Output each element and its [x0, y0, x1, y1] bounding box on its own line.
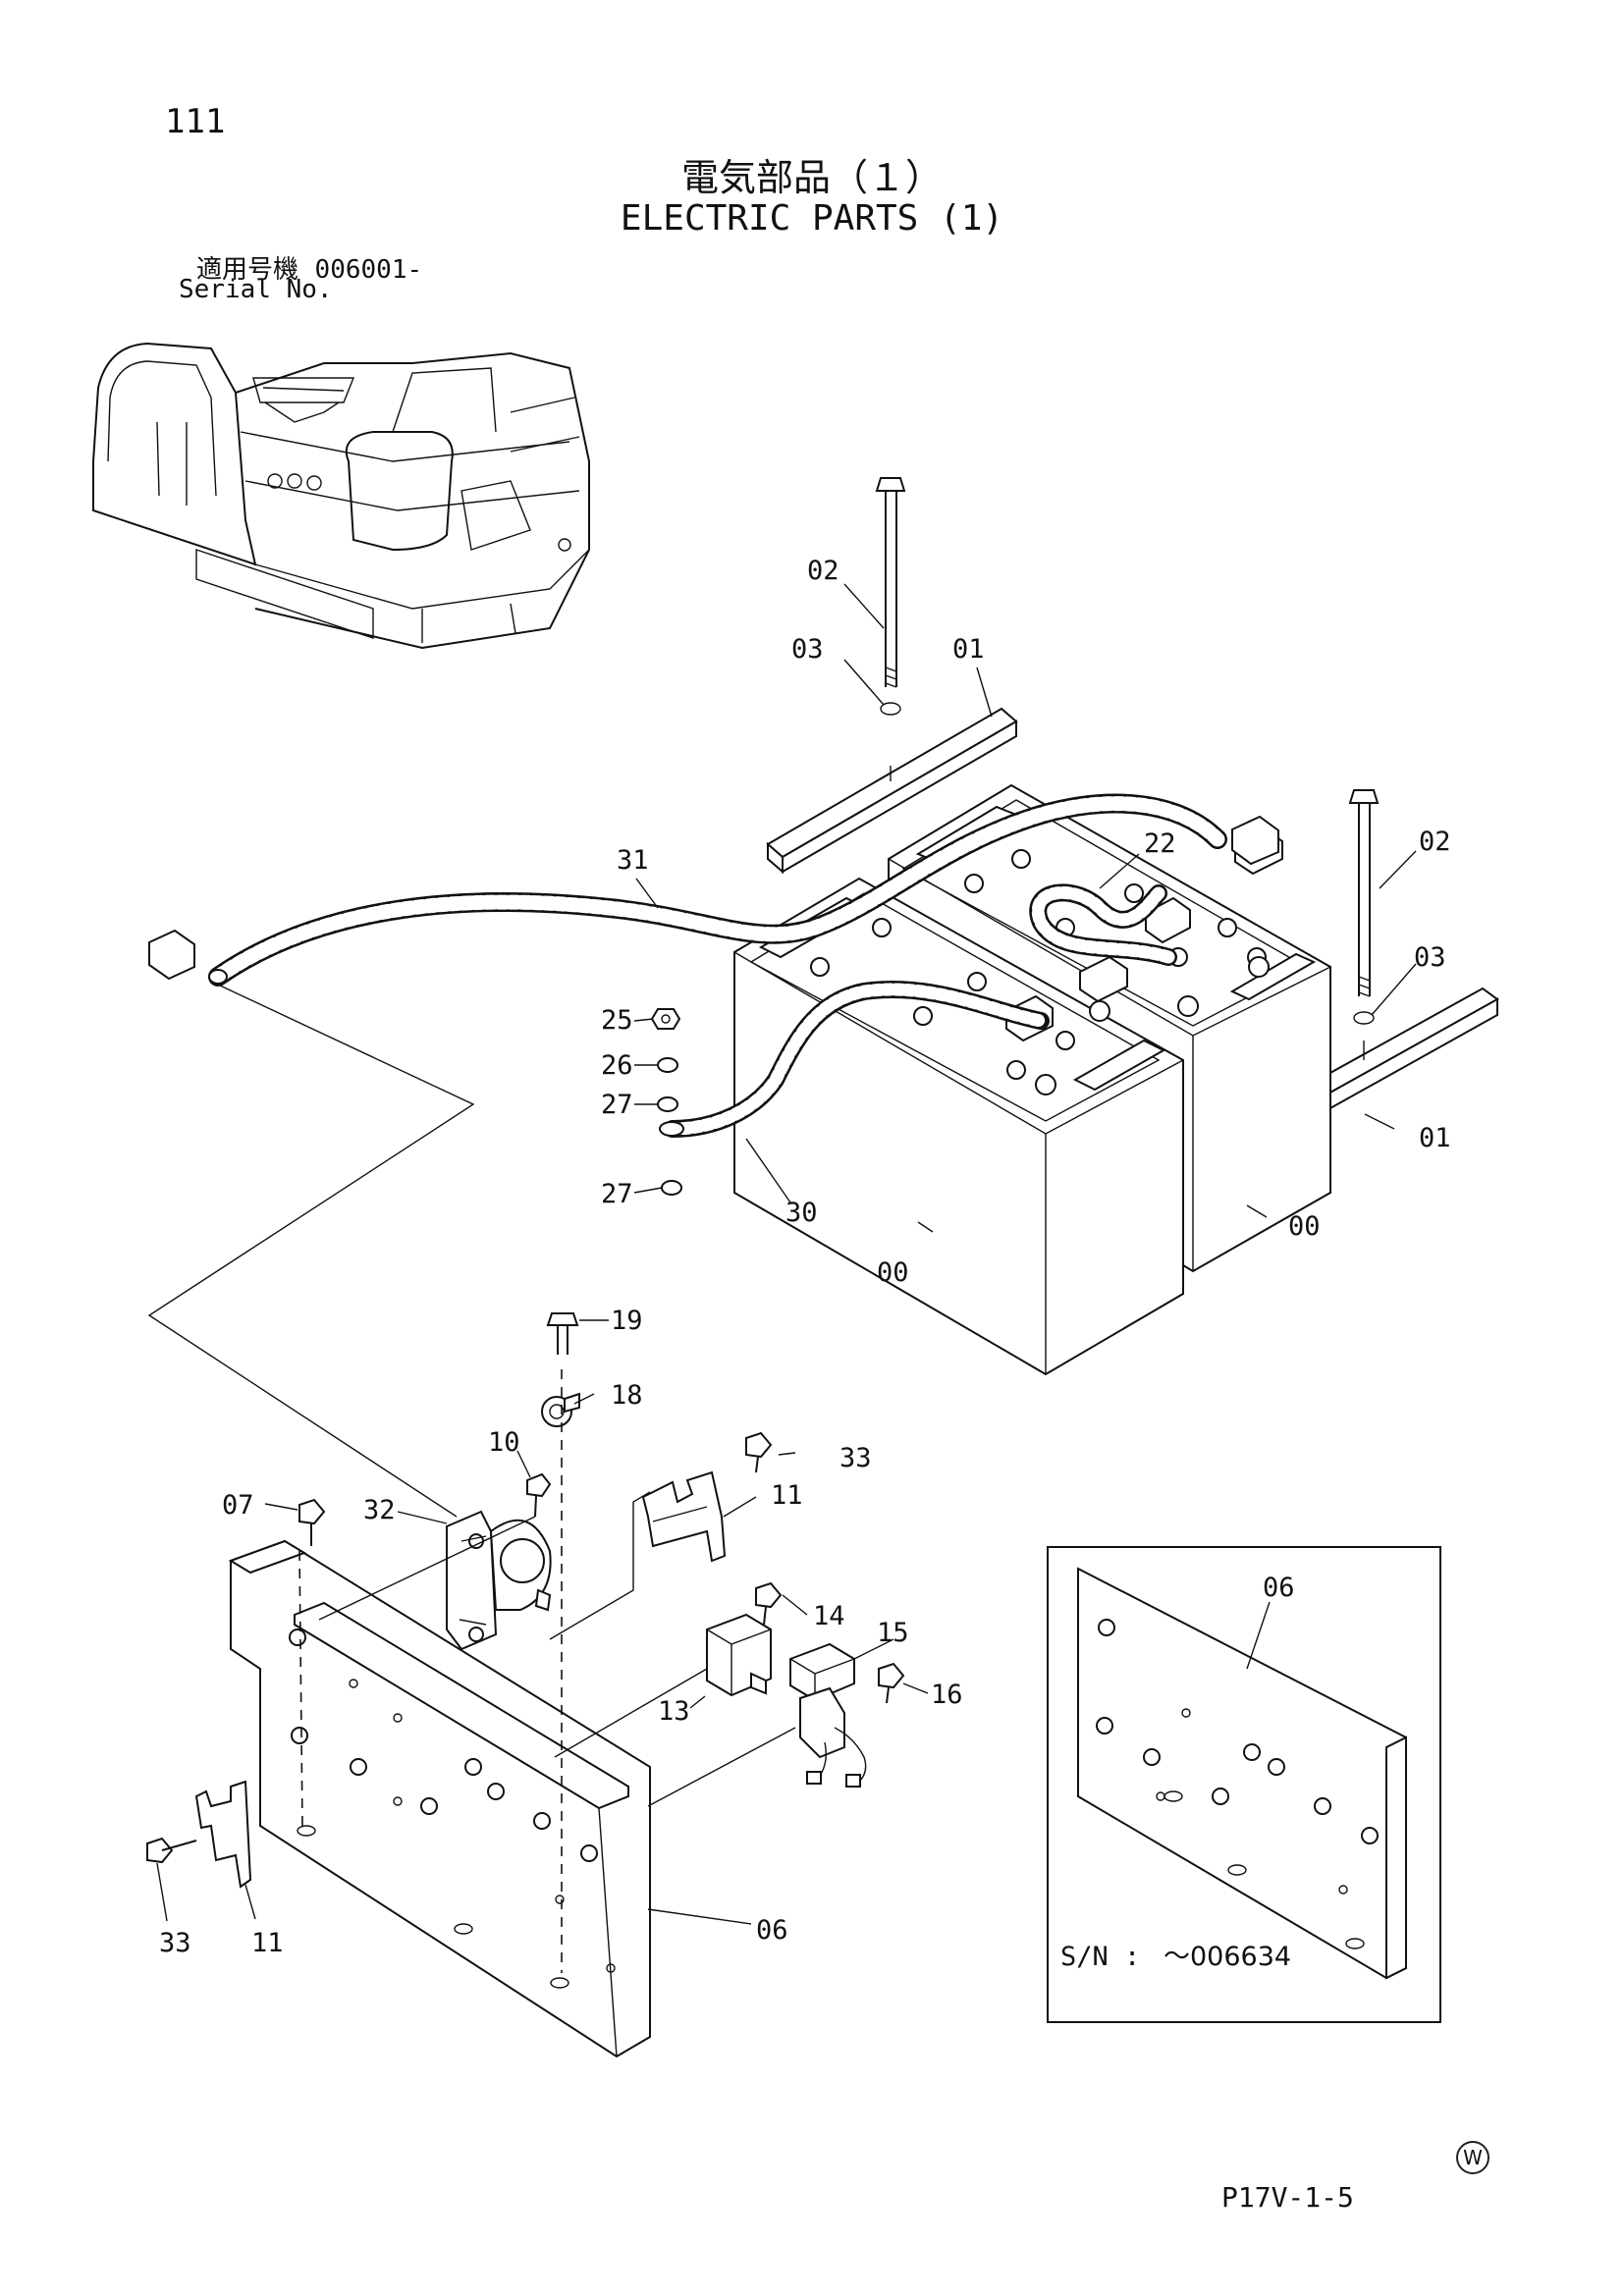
- callout-labels: 02 03 01 31 22 02 03 25 26 27 27 30 00 0…: [159, 556, 1451, 1972]
- callout-19: 19: [611, 1306, 643, 1336]
- clamp-18: [541, 1392, 580, 1427]
- document-code: P17V-1-5: [1221, 2181, 1354, 2214]
- cable-31: [208, 793, 1227, 987]
- callout-27-lower: 27: [601, 1179, 633, 1209]
- callout-16: 16: [931, 1680, 963, 1710]
- callout-13: 13: [658, 1696, 690, 1727]
- callout-00-left: 00: [877, 1257, 909, 1288]
- inset-serial-variant-box: [1047, 1546, 1441, 2023]
- cable-30: [659, 980, 1050, 1138]
- excavator-overview-illustration: [92, 342, 590, 650]
- callout-03-left: 03: [791, 634, 824, 665]
- callout-33-lower: 33: [159, 1928, 191, 1958]
- callout-01-top: 01: [952, 634, 985, 665]
- callout-22: 22: [1144, 828, 1176, 859]
- callout-11-lower: 11: [251, 1928, 284, 1958]
- serial-start-value: 006001-: [314, 255, 423, 285]
- bolt-33-upper: [745, 1431, 773, 1473]
- callout-02-right: 02: [1419, 827, 1451, 857]
- cable-routing-line: [147, 984, 475, 1518]
- cable-22: [1029, 883, 1177, 966]
- callout-00-right: 00: [1288, 1211, 1321, 1242]
- nut-25: [650, 1008, 681, 1030]
- callout-18: 18: [611, 1380, 643, 1411]
- terminal-cap-left: [148, 929, 195, 981]
- serial-applicable-line: 適用号機 006001-: [196, 249, 422, 286]
- callout-02-left: 02: [807, 556, 839, 586]
- callout-33-upper: 33: [839, 1443, 872, 1473]
- bolt-14: [755, 1581, 783, 1626]
- callout-27-upper: 27: [601, 1090, 633, 1120]
- washer-26: [657, 1057, 678, 1073]
- alignment-line-13: [554, 1668, 708, 1758]
- corner-circle-mark: W: [1456, 2141, 1489, 2174]
- bolt-10: [526, 1472, 552, 1518]
- bracket-11-lower: [194, 1780, 252, 1889]
- alignment-line-relay: [318, 1516, 536, 1621]
- bolt-16: [878, 1662, 905, 1704]
- callout-30: 30: [785, 1198, 818, 1228]
- inset-serial-value: ～006634: [1164, 1942, 1291, 1972]
- callout-31: 31: [617, 845, 649, 876]
- relay-15: [789, 1642, 867, 1788]
- battery-relay-32: [446, 1510, 552, 1651]
- serial-label-english: Serial No.: [179, 275, 333, 304]
- bolt-33-lower: [146, 1837, 197, 1864]
- page-title-english: ELECTRIC PARTS (1): [620, 198, 1004, 239]
- callout-01-right: 01: [1419, 1123, 1451, 1153]
- bolt-19: [546, 1312, 579, 1355]
- callout-10: 10: [488, 1427, 520, 1458]
- bolt-02-right: [1348, 789, 1380, 1025]
- bracket-11-upper: [641, 1470, 727, 1563]
- bolt-02-left: [875, 477, 906, 716]
- page-number: 111: [165, 102, 226, 141]
- page-title-japanese: 電気部品（１）: [680, 156, 943, 199]
- terminal-cap-right: [1231, 815, 1279, 866]
- callout-32: 32: [363, 1495, 396, 1525]
- washer-27-lower: [661, 1180, 682, 1196]
- alignment-line-bracket: [549, 1491, 651, 1640]
- callout-03-right: 03: [1414, 942, 1446, 973]
- serial-label-japanese: 適用号機: [196, 255, 299, 285]
- inset-serial-label: S/N :: [1060, 1942, 1140, 1972]
- callout-11-upper: 11: [771, 1480, 803, 1511]
- leader-lines: [156, 583, 1417, 1925]
- mounting-plate-06: [228, 1539, 651, 2058]
- callout-14: 14: [813, 1601, 845, 1631]
- callout-25: 25: [601, 1005, 633, 1036]
- bolt-07: [298, 1498, 326, 1546]
- hold-down-bar-01-top: [766, 707, 1018, 875]
- callout-06-main: 06: [756, 1915, 788, 1946]
- callout-15: 15: [877, 1618, 909, 1648]
- callout-26: 26: [601, 1050, 633, 1081]
- relay-13: [706, 1613, 772, 1697]
- washer-27-upper: [657, 1096, 678, 1112]
- callout-07: 07: [222, 1490, 254, 1521]
- inset-callout-06: 06: [1263, 1573, 1295, 1603]
- alignment-line-15: [647, 1727, 796, 1807]
